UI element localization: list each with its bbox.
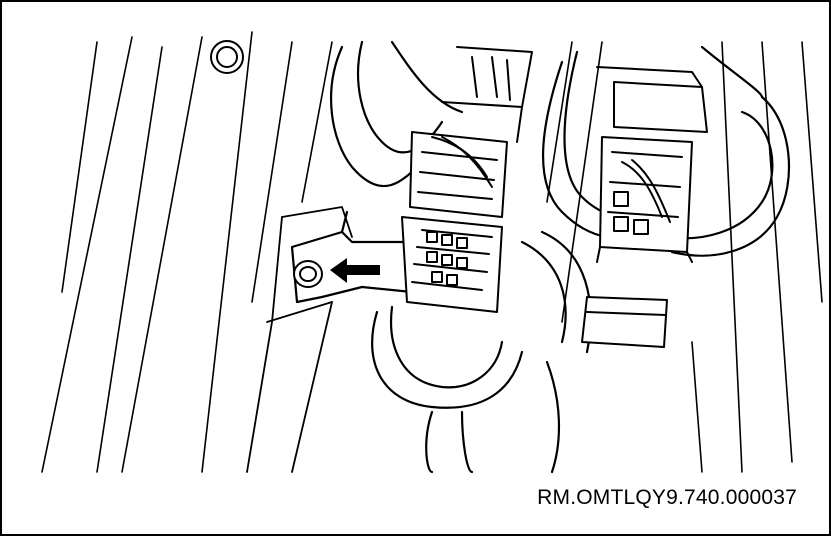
- reference-code: RM.OMTLQY9.740.000037: [535, 486, 799, 510]
- center-connector: [401, 46, 533, 313]
- arrow-indicator: [330, 258, 380, 283]
- ground-bolt: [293, 260, 323, 288]
- panel-lines: [41, 31, 823, 473]
- right-connector: [581, 66, 708, 348]
- bracket: [290, 210, 414, 304]
- plug-hole: [210, 40, 244, 74]
- panel-recess: [246, 206, 353, 473]
